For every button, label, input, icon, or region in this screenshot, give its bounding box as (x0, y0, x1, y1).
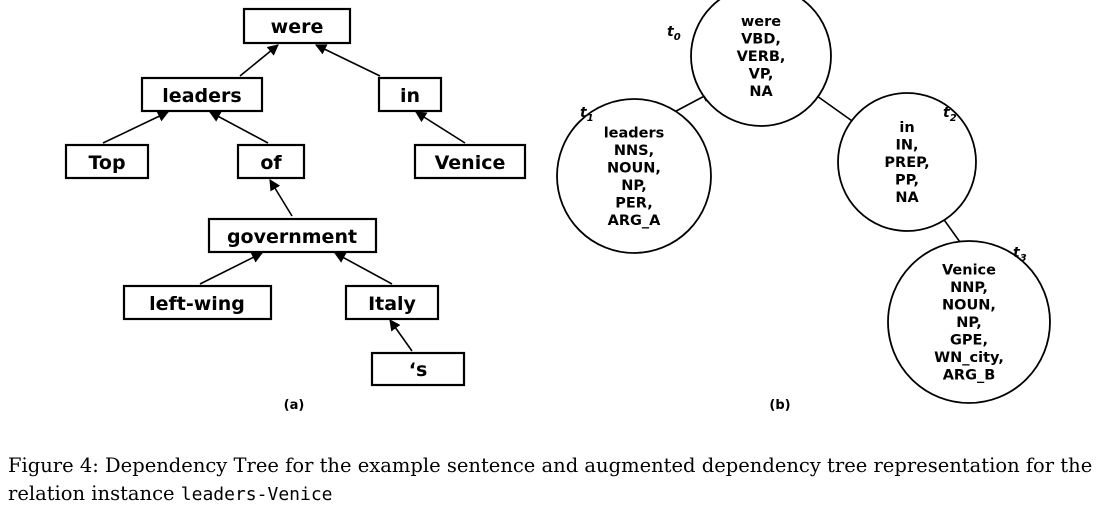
edge-in-were (314, 44, 381, 77)
feature-line: WN_city, (934, 350, 1004, 366)
node-venice-label: Venice (435, 152, 506, 174)
edge-leaders-were (239, 44, 279, 77)
node-t3-tag: t3 (1013, 245, 1027, 264)
panel-b-label: (b) (769, 398, 790, 413)
caption-text: Figure 4: Dependency Tree for the exampl… (8, 454, 1093, 505)
edge-top-leaders (102, 111, 170, 144)
edge-of-leaders (209, 111, 269, 144)
feature-line: PREP, (884, 155, 929, 171)
feature-line: NOUN, (607, 160, 661, 176)
dependency-tree-panel-a: were leaders in Top of Venice government (64, 7, 527, 413)
node-of: of (236, 143, 306, 180)
panel-a-label: (a) (284, 398, 305, 413)
node-t2-tag: t2 (943, 105, 957, 124)
node-s-label: ‘s (409, 359, 428, 381)
edge-leftwing-government (199, 252, 264, 285)
feature-line: NNP, (950, 280, 988, 296)
feature-line: GPE, (950, 333, 988, 349)
node-venice: Venice (413, 143, 527, 180)
node-italy: Italy (344, 284, 440, 321)
feature-line: NA (895, 190, 919, 206)
node-left-wing-label: left-wing (149, 293, 245, 315)
edge-s-italy (389, 319, 413, 352)
node-top-label: Top (88, 152, 125, 174)
node-government-label: government (227, 226, 357, 248)
feature-line: NOUN, (942, 298, 996, 314)
feature-line: in (899, 120, 914, 136)
node-in-label: in (400, 85, 420, 107)
feature-line: NP, (621, 178, 647, 194)
node-s: ‘s (370, 351, 466, 387)
feature-line: PER, (615, 195, 652, 211)
caption-relation-instance: leaders-Venice (180, 484, 333, 505)
feature-line: VERB, (737, 49, 786, 65)
edge-italy-government (334, 252, 393, 285)
edge-government-of (269, 179, 293, 217)
node-t1-tag: t1 (580, 105, 594, 124)
node-left-wing: left-wing (122, 284, 273, 321)
feature-line: VBD, (741, 32, 781, 48)
feature-line: IN, (895, 138, 918, 154)
node-leaders-label: leaders (162, 85, 241, 107)
node-were: were (242, 7, 352, 45)
feature-line: NNS, (614, 143, 654, 159)
node-leaders: leaders (140, 76, 264, 113)
node-top: Top (64, 143, 150, 180)
feature-line: were (741, 14, 781, 30)
feature-line: Venice (942, 263, 996, 279)
feature-line: ARG_A (608, 213, 662, 229)
node-were-label: were (271, 16, 324, 38)
figure-caption: Figure 4: Dependency Tree for the exampl… (8, 452, 1104, 509)
figure-4-diagram: were leaders in Top of Venice government (64, 0, 1051, 413)
node-of-label: of (260, 152, 282, 174)
feature-line: leaders (604, 125, 665, 141)
node-t0-tag: t0 (667, 24, 681, 43)
node-government: government (207, 217, 378, 254)
node-italy-label: Italy (368, 293, 416, 315)
feature-line: NP, (956, 315, 982, 331)
feature-line: VP, (749, 67, 774, 83)
edge-venice-in (415, 111, 466, 144)
node-in: in (377, 76, 443, 113)
feature-line: PP, (895, 173, 919, 189)
feature-line: NA (749, 84, 773, 100)
feature-line: ARG_B (943, 368, 996, 384)
